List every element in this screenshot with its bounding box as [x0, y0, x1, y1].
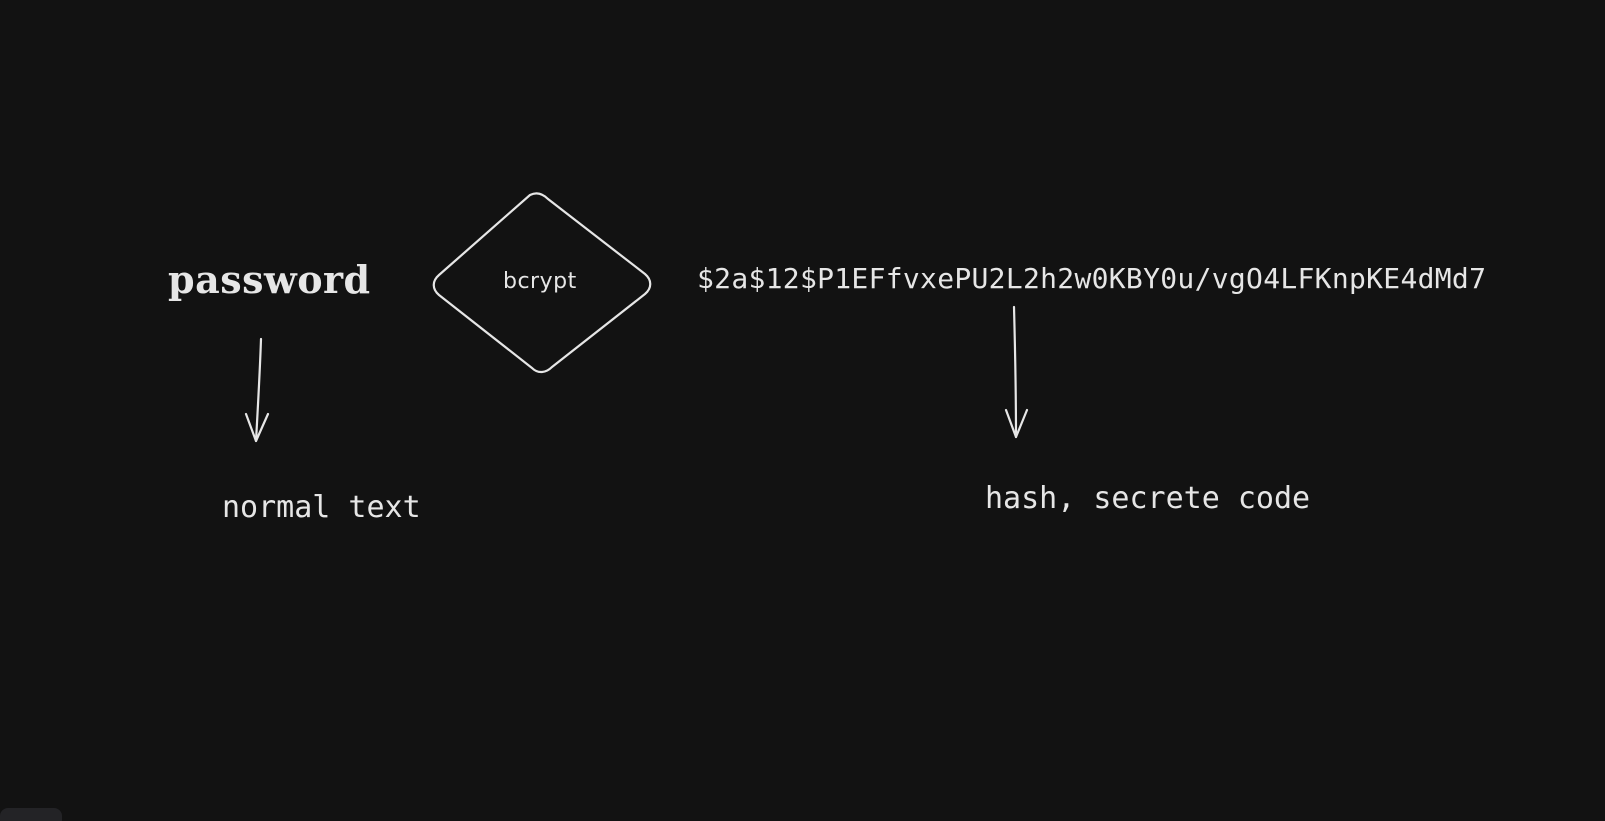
- bottom-left-panel-tab[interactable]: [0, 808, 62, 821]
- password-label[interactable]: password: [168, 257, 371, 302]
- normal-text-caption[interactable]: normal text: [222, 490, 421, 525]
- arrow-password-to-normal-text[interactable]: [244, 337, 270, 443]
- arrow-hash-to-caption[interactable]: [1004, 305, 1029, 439]
- bcrypt-diamond[interactable]: [432, 192, 652, 374]
- hash-caption[interactable]: hash, secrete code: [985, 481, 1311, 516]
- bcrypt-label[interactable]: bcrypt: [503, 269, 577, 294]
- bcrypt-hash-text[interactable]: $2a$12$P1EFfvxePU2L2h2w0KBY0u/vgO4LFKnpK…: [697, 262, 1487, 295]
